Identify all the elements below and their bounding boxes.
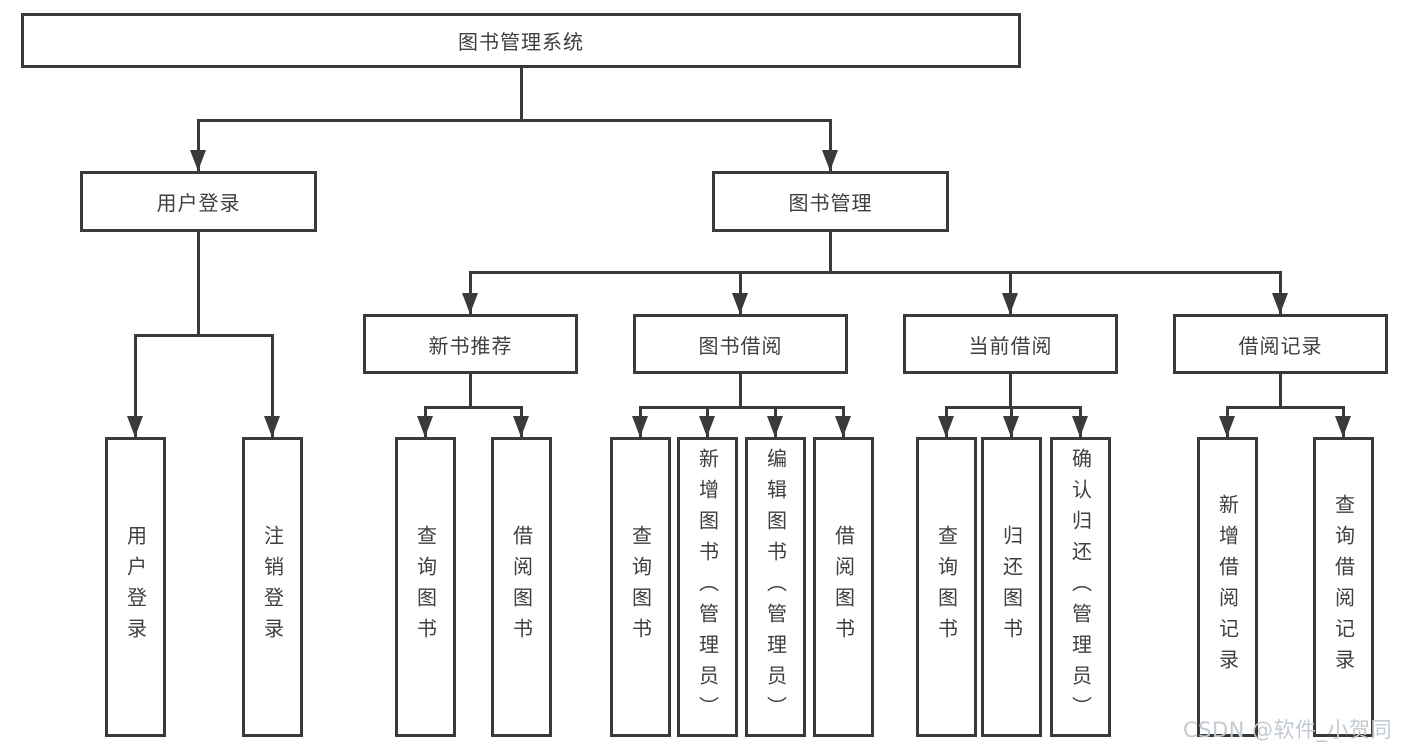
arrow-down-icon — [127, 416, 143, 437]
leaf-add-books-admin: 新增图书（管理员） — [677, 437, 738, 737]
leaf-add-borrow-record: 新增借阅记录 — [1197, 437, 1258, 737]
connector-hline — [197, 119, 832, 122]
leaf-logout: 注销登录 — [242, 437, 303, 737]
node-user-login: 用户登录 — [80, 171, 317, 232]
connector-hline — [639, 406, 845, 409]
connector-vline — [829, 121, 832, 171]
arrow-down-icon — [732, 293, 748, 314]
arrow-down-icon — [1335, 416, 1351, 437]
arrow-down-icon — [632, 416, 648, 437]
connector-hline — [134, 334, 274, 337]
leaf-query-books-recommend: 查询图书 — [395, 437, 456, 737]
connector-vline — [469, 374, 472, 408]
connector-hline — [945, 406, 1082, 409]
arrow-down-icon — [1219, 416, 1235, 437]
node-book-management: 图书管理 — [712, 171, 949, 232]
leaf-query-books-borrowing: 查询图书 — [610, 437, 671, 737]
connector-hline — [424, 406, 523, 409]
arrow-down-icon — [417, 416, 433, 437]
connector-hline — [1226, 406, 1345, 409]
connector-vline — [134, 337, 137, 437]
leaf-borrow-books-borrowing: 借阅图书 — [813, 437, 874, 737]
arrow-down-icon — [1002, 293, 1018, 314]
connector-hline — [469, 271, 1282, 274]
arrow-down-icon — [462, 293, 478, 314]
node-current-borrowing: 当前借阅 — [903, 314, 1118, 374]
connector-vline — [197, 232, 200, 336]
connector-vline — [1279, 374, 1282, 408]
connector-vline — [1009, 374, 1012, 408]
connector-vline — [520, 68, 523, 121]
connector-vline — [197, 121, 200, 171]
connector-vline — [829, 232, 832, 273]
arrow-down-icon — [190, 150, 206, 171]
arrow-down-icon — [264, 416, 280, 437]
leaf-edit-books-admin: 编辑图书（管理员） — [745, 437, 806, 737]
connector-vline — [739, 374, 742, 408]
connector-vline — [271, 337, 274, 437]
arrow-down-icon — [1072, 416, 1088, 437]
node-book-borrowing: 图书借阅 — [633, 314, 848, 374]
leaf-confirm-return-admin: 确认归还（管理员） — [1050, 437, 1111, 737]
csdn-watermark: CSDN @软件_小贺同学 — [1183, 718, 1393, 742]
leaf-borrow-books-recommend: 借阅图书 — [491, 437, 552, 737]
arrow-down-icon — [699, 416, 715, 437]
leaf-return-books: 归还图书 — [981, 437, 1042, 737]
leaf-query-books-current: 查询图书 — [916, 437, 977, 737]
node-new-book-recommendation: 新书推荐 — [363, 314, 578, 374]
arrow-down-icon — [822, 150, 838, 171]
arrow-down-icon — [1003, 416, 1019, 437]
arrow-down-icon — [1272, 293, 1288, 314]
node-borrowing-records: 借阅记录 — [1173, 314, 1388, 374]
node-library-management-system: 图书管理系统 — [21, 13, 1021, 68]
arrow-down-icon — [513, 416, 529, 437]
leaf-query-borrow-record: 查询借阅记录 — [1313, 437, 1374, 737]
arrow-down-icon — [938, 416, 954, 437]
arrow-down-icon — [767, 416, 783, 437]
arrow-down-icon — [835, 416, 851, 437]
leaf-user-login: 用户登录 — [105, 437, 166, 737]
